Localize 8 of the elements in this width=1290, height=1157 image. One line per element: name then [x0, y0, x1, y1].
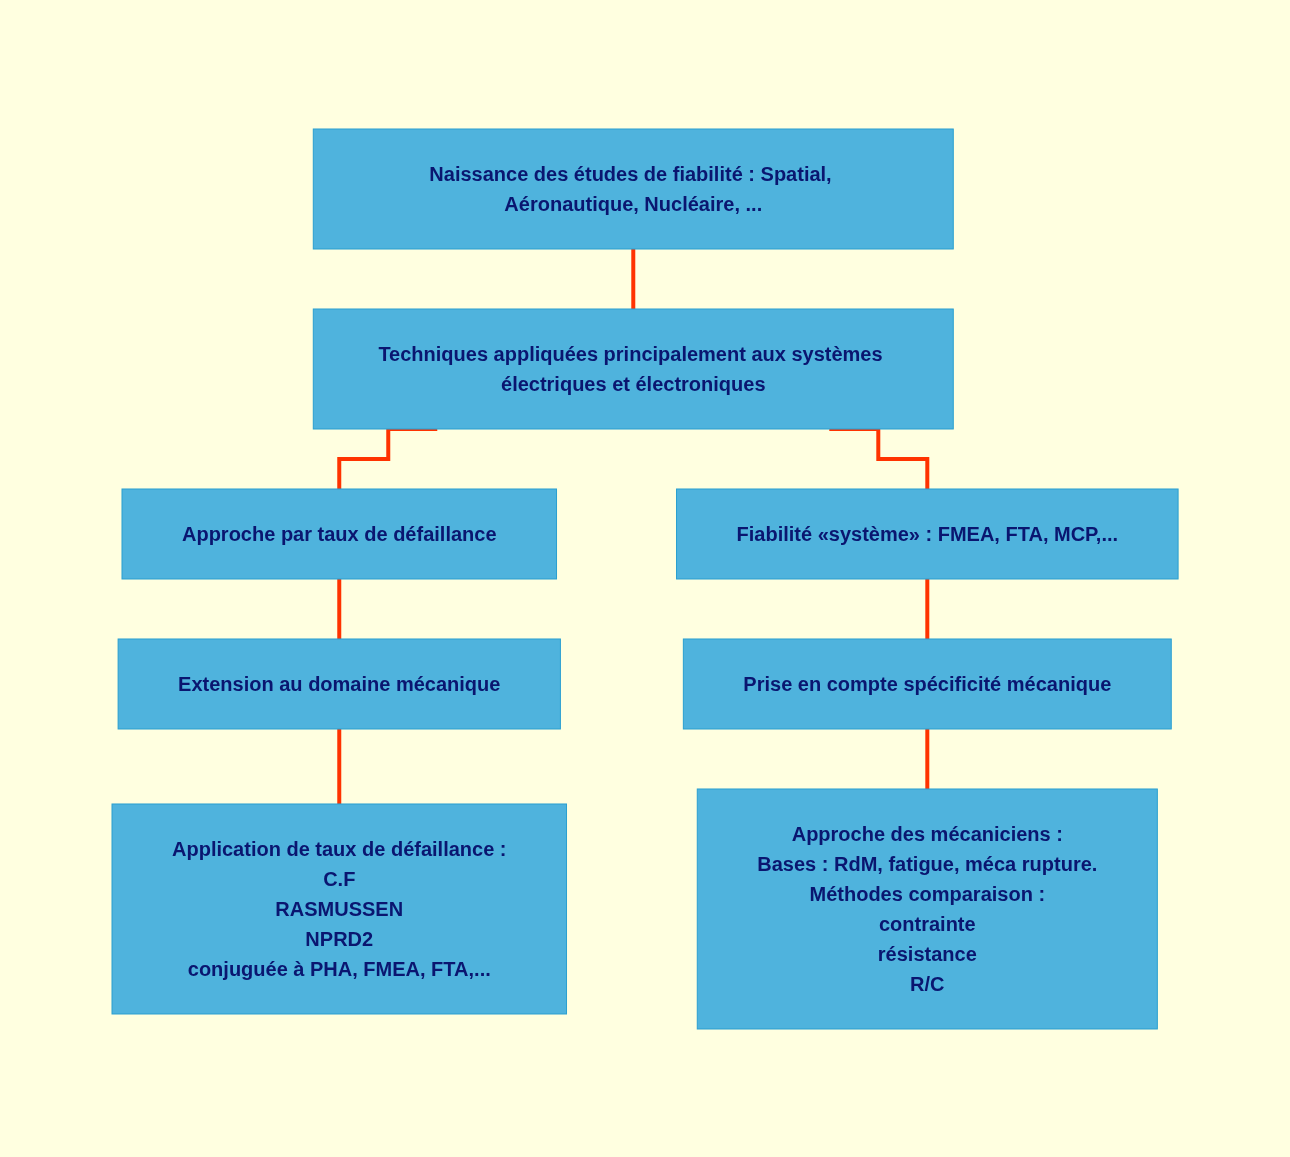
node-box: Techniques appliquées principalement aux systèmes électriques et électroniques: [312, 308, 954, 429]
node-box: Extension au domaine mécanique: [117, 638, 561, 729]
node-box: Approche par taux de défaillance: [121, 488, 557, 579]
node-box: Naissance des études de fiabilité : Spatial, Aéronautique, Nucléaire, ...: [312, 128, 954, 249]
node-box: Prise en compte spécificité mécanique: [682, 638, 1172, 729]
node-box: Fiabilité «système» : FMEA, FTA, MCP,...: [675, 488, 1179, 579]
node-box: Approche des mécaniciens : Bases : RdM, fatigue, méca rupture. Méthodes comparaison : contrainte résistance R/C: [696, 788, 1158, 1029]
node-box: Application de taux de défaillance : C.F RASMUSSEN NPRD2 conjuguée à PHA, FMEA, FTA,...: [111, 803, 567, 1014]
